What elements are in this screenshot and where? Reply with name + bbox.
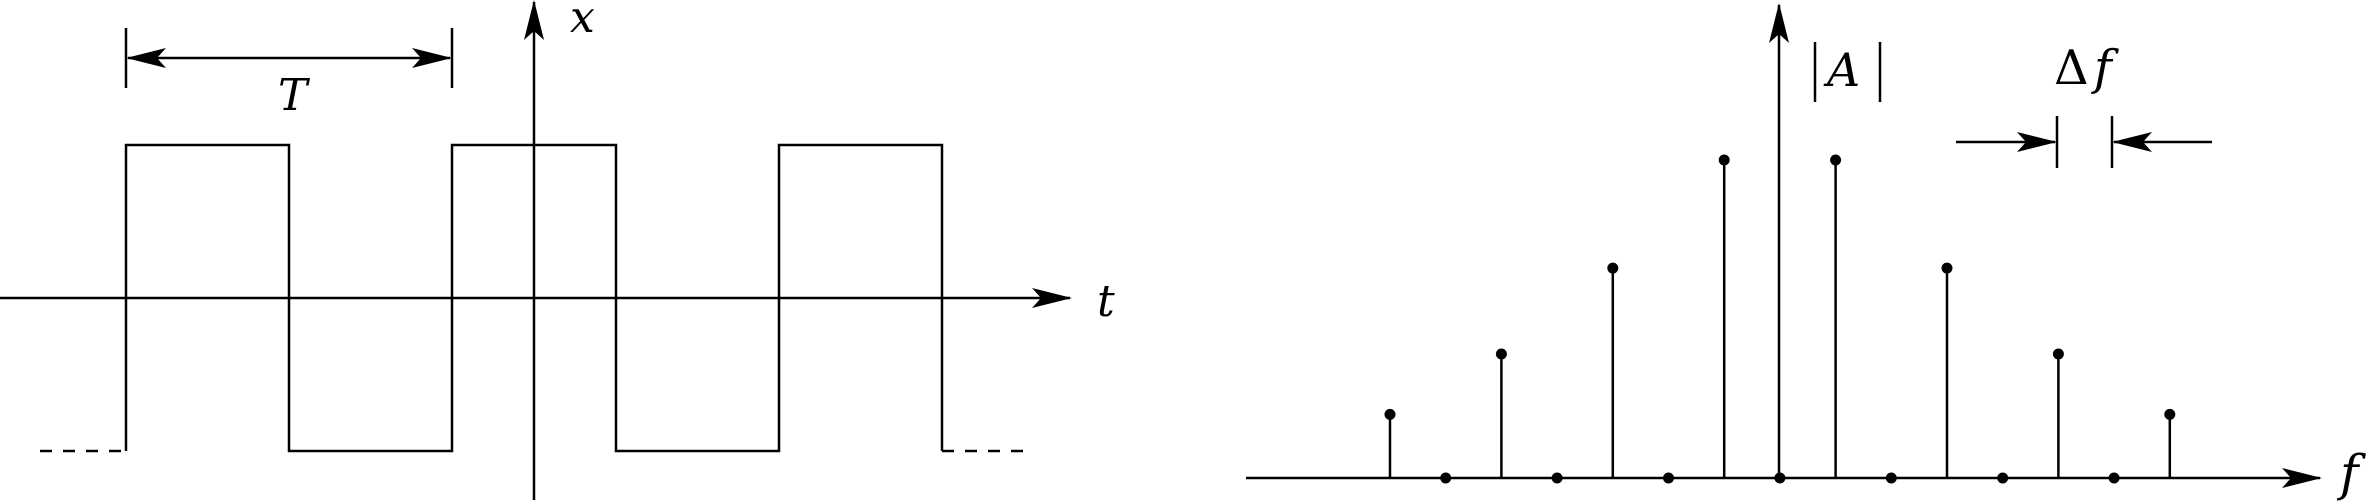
spectrum-stem-dot — [1885, 472, 1897, 484]
spectrum-stem-dot — [1495, 348, 1507, 360]
spectrum-stem-dot — [1663, 472, 1674, 484]
spectrum-stems — [1384, 154, 2176, 484]
spectrum-stem-dot — [1440, 472, 1452, 484]
spectrum-stem-dot — [2164, 408, 2176, 420]
spectrum-stem-dot — [1941, 262, 1953, 274]
magnitude-symbol: A — [1823, 43, 1860, 97]
spectrum-stem-dot — [1607, 262, 1619, 274]
spectrum-stem-dot — [1997, 472, 2009, 484]
delta-symbol: Δ — [2054, 40, 2089, 96]
period-label: T — [278, 70, 311, 121]
spectrum-stem-dot — [2108, 472, 2120, 484]
delta-variable: f — [2091, 40, 2119, 96]
t-axis-label: t — [1097, 276, 1115, 327]
x-axis-label: x — [570, 0, 595, 43]
spectrum-stem-dot — [1774, 472, 1786, 484]
spectrum-stem-dot — [1384, 408, 1396, 420]
magnitude-label: A — [1813, 42, 1882, 102]
square-wave-panel: t x T — [0, 0, 1115, 500]
delta-f-indicator: Δ f — [1956, 40, 2212, 168]
spectrum-stem-dot — [2052, 348, 2064, 360]
spectrum-stem-dot — [1718, 154, 1730, 166]
spectrum-panel: f A Δ f — [1246, 3, 2366, 502]
f-axis-label: f — [2336, 444, 2366, 502]
spectrum-stem-dot — [1830, 154, 1842, 166]
spectrum-stem-dot — [1551, 472, 1563, 484]
square-wave-signal — [124, 143, 944, 453]
